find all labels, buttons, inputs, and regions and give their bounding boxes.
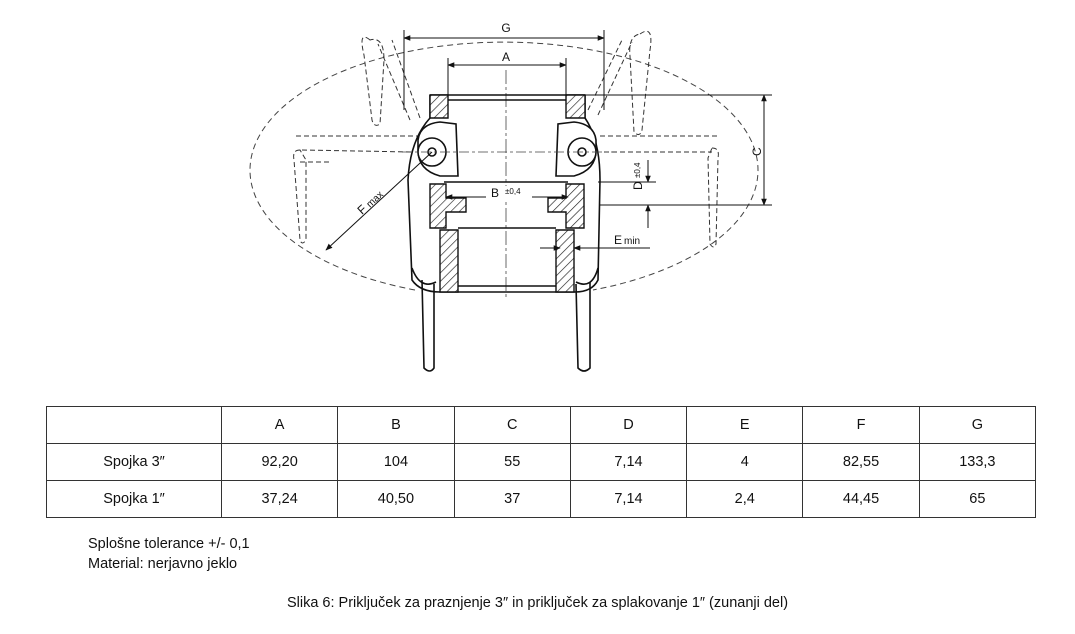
section-hatching: [429, 94, 586, 293]
table-cell: 40,50: [337, 480, 455, 518]
table-cell: 104: [337, 443, 455, 481]
table-header-row: A B C D E F G: [46, 406, 1037, 444]
dim-label-D: D: [631, 181, 645, 190]
dim-label-C: C: [750, 147, 764, 156]
table-header-cell: C: [453, 406, 571, 444]
table-cell: 2,4: [686, 480, 804, 518]
table-cell: 7,14: [569, 480, 688, 518]
table-cell: Spojka 1″: [46, 480, 222, 518]
table-cell: 65: [918, 480, 1037, 518]
table-cell: 92,20: [220, 443, 339, 481]
table-header-cell: E: [686, 406, 804, 444]
table-cell: Spojka 3″: [46, 443, 222, 481]
dim-label-D-tolerance: ±0,4: [633, 162, 642, 178]
table-cell: 55: [453, 443, 571, 481]
dimension-table: A B C D E F G Spojka 3″ 92,20 104 55 7,1…: [46, 406, 1037, 518]
dim-label-F-sub: max: [365, 189, 386, 210]
lever-swing-arc: [249, 41, 759, 291]
table-header-cell: [46, 406, 222, 444]
dim-label-B-tolerance: ±0,4: [505, 187, 521, 196]
table-header-cell: G: [918, 406, 1037, 444]
table-header-cell: D: [569, 406, 688, 444]
table-cell: 44,45: [802, 480, 920, 518]
dim-label-B: B: [491, 186, 499, 200]
tolerance-note: Splošne tolerance +/- 0,1: [88, 536, 250, 552]
table-cell: 82,55: [802, 443, 920, 481]
cam-arms: [417, 121, 597, 177]
dimension-lines: [325, 30, 772, 251]
table-cell: 7,14: [569, 443, 688, 481]
coupling-body: [407, 94, 601, 293]
coupling-drawing: G A B ±0,4 C D ±0,4 E min F max: [249, 21, 772, 372]
dim-label-G: G: [501, 21, 510, 35]
table-row: Spojka 1″ 37,24 40,50 37 7,14 2,4 44,45 …: [46, 480, 1037, 518]
table-header-cell: B: [337, 406, 455, 444]
cam-levers: [411, 267, 599, 372]
table-cell: 4: [686, 443, 804, 481]
table-cell: 37,24: [220, 480, 339, 518]
table-row: Spojka 3″ 92,20 104 55 7,14 4 82,55 133,…: [46, 443, 1037, 481]
material-note: Material: nerjavno jeklo: [88, 556, 238, 572]
dim-label-E: E: [614, 233, 622, 247]
dim-label-A: A: [502, 50, 510, 64]
notes: Splošne tolerance +/- 0,1 Material: nerj…: [88, 534, 250, 574]
figure-caption: Slika 6: Priključek za praznjenje 3″ in …: [286, 595, 789, 611]
table-cell: 37: [453, 480, 571, 518]
table-header-cell: F: [802, 406, 920, 444]
dim-label-E-sub: min: [624, 236, 640, 247]
table-cell: 133,3: [918, 443, 1037, 481]
table-header-cell: A: [220, 406, 339, 444]
phantom-levers: [293, 30, 720, 248]
